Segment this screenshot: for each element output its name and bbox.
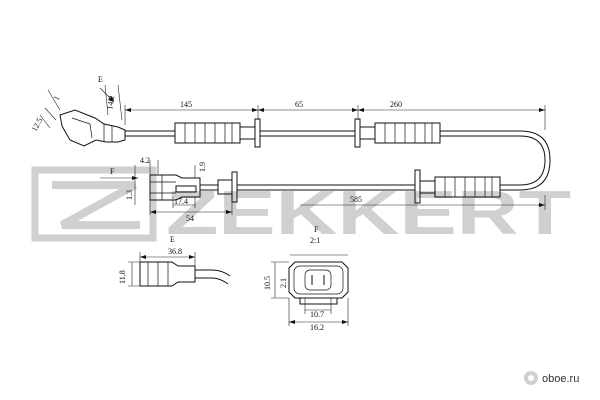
dim-17-4: 17.4 [174,197,188,206]
dim-11-8: 11.8 [118,270,127,284]
dim-1-3: 1.3 [125,190,134,200]
dim-connector-small [134,160,233,215]
detail-e-label: E [170,235,175,244]
dim-54: 54 [186,214,194,223]
view-f-label: F [110,167,115,176]
dim-1-9: 1.9 [198,162,207,172]
watermark-logo [31,166,157,242]
dim-12-5: 12.5 [30,116,45,133]
dim-14-2: 14.2 [105,95,116,110]
cable-upper [125,118,551,191]
detail-f-scale: 2:1 [310,236,320,245]
dim-145: 145 [180,100,192,109]
dim-36-8: 36.8 [168,247,182,256]
dim-line-585 [300,195,546,210]
site-badge: oboe.ru [524,371,579,385]
detail-view-e [128,252,231,287]
dim-4-2: 4.2 [140,156,150,165]
dim-10-7: 10.7 [310,310,324,319]
dim-10-5: 10.5 [263,276,272,290]
dim-65: 65 [295,100,303,109]
dim-585: 585 [350,195,362,204]
dim-line-upper [124,105,546,130]
view-e-label: E [98,75,103,84]
dim-260: 260 [390,100,402,109]
site-badge-text: oboe.ru [542,373,579,385]
detail-f-label: F [314,225,319,234]
cable-lower [149,169,520,204]
dim-2-1: 2.1 [279,278,288,288]
dim-1: 1 [52,94,62,102]
dim-16-2: 16.2 [310,323,324,332]
detail-view-f [271,254,349,326]
sensor-head-top [39,84,126,147]
